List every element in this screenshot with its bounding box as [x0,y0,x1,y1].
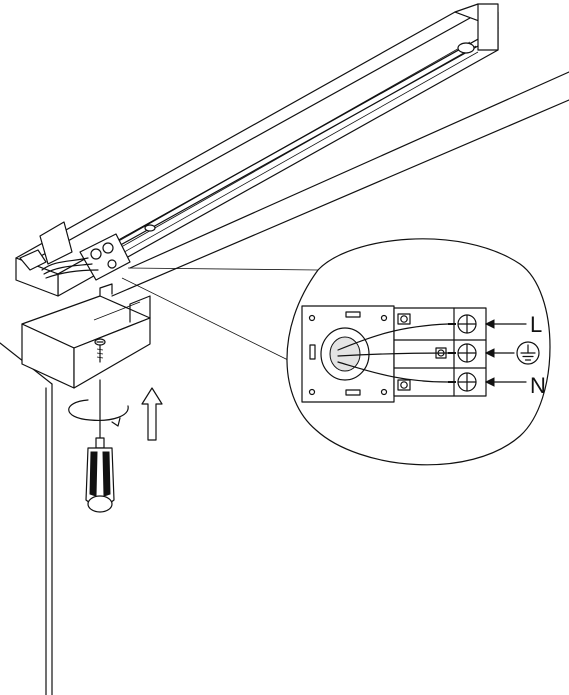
track-rail [15,3,499,297]
mounting-bracket [21,283,151,389]
rail-connector-block [41,233,131,281]
terminal-screw-neutral [457,372,477,392]
zoom-leader-lines [121,267,319,361]
rail-slot-hole [144,224,156,232]
label-arrows [484,319,527,387]
earth-ground-icon [516,341,540,365]
rail-end-hole [457,42,475,54]
neutral-label: N [530,373,546,398]
terminal-screw-live [457,314,477,334]
live-label: L [530,312,542,337]
wires [337,323,456,383]
rotate-arrow-icon [68,399,129,427]
arrow-up-icon [141,387,163,441]
ceiling-outline [0,71,569,695]
screwdriver-icon [85,379,115,513]
screw-icon [94,338,106,363]
terminal-screw-earth [457,343,477,363]
zoom-detail-bubble [286,238,551,466]
